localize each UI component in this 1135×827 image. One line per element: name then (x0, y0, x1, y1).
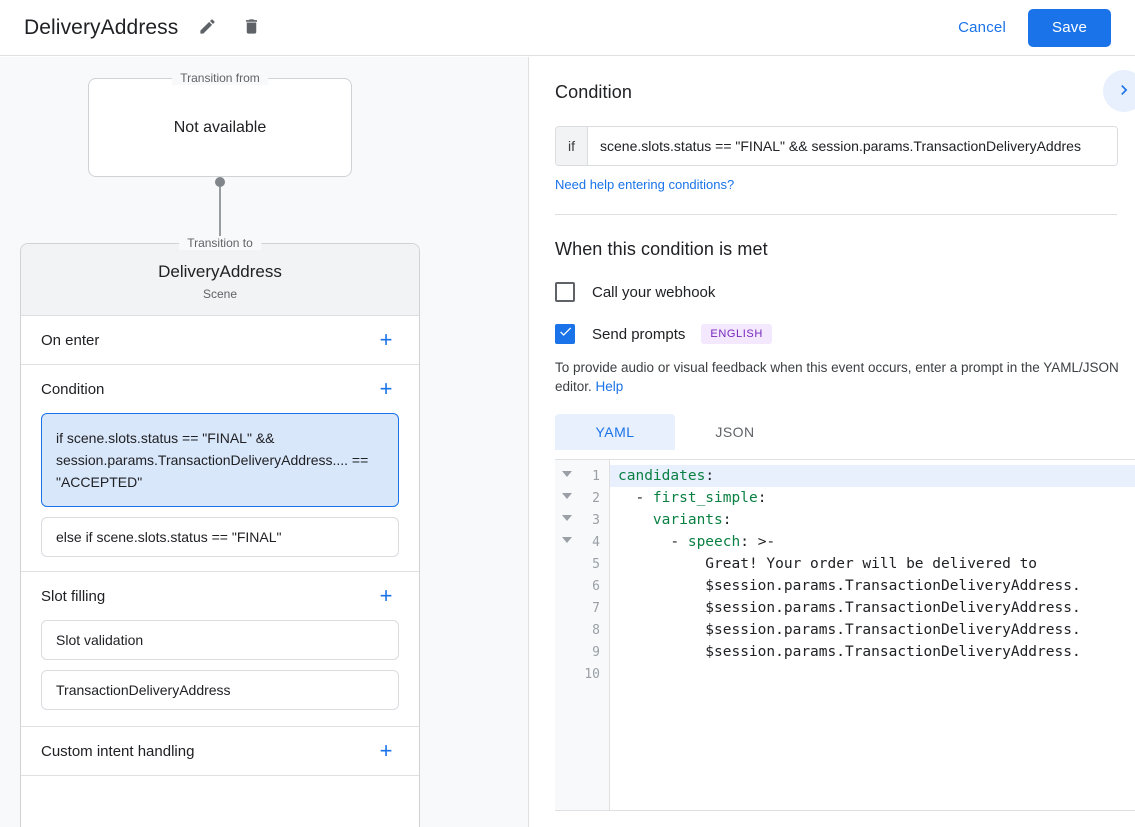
editor-code-line: - speech: >- (618, 534, 776, 550)
editor-line-number: 6 (592, 578, 600, 594)
section-on-enter: On enter + (21, 316, 419, 365)
editor-line-number: 10 (584, 666, 600, 682)
editor-line-number: 3 (555, 509, 609, 531)
condition-if-prefix: if (556, 127, 588, 165)
add-condition-button[interactable]: + (373, 376, 399, 402)
send-prompts-checkbox[interactable] (555, 324, 575, 344)
section-condition: Condition + if scene.slots.status == "FI… (21, 365, 419, 572)
chevron-right-icon (1114, 80, 1134, 103)
editor-code-area[interactable]: candidates: - first_simple: variants: - … (610, 460, 1135, 810)
condition-heading: Condition (555, 82, 632, 102)
save-button[interactable]: Save (1028, 8, 1111, 47)
editor-line-number: 8 (592, 622, 600, 638)
fold-arrow-icon[interactable] (562, 537, 572, 543)
transition-from-node-label: Not available (173, 118, 267, 136)
editor-code-line: $session.params.TransactionDeliveryAddre… (618, 578, 1081, 594)
editor-line-number: 5 (592, 556, 600, 572)
condition-input-row[interactable]: if (555, 126, 1118, 166)
section-title-condition: Condition (41, 380, 105, 398)
section-custom-intent-handling: Custom intent handling + (21, 727, 419, 776)
pencil-icon (198, 17, 217, 39)
editor-code-line: - first_simple: (618, 490, 767, 506)
condition-item[interactable]: else if scene.slots.status == "FINAL" (41, 517, 399, 557)
webhook-checkbox-row[interactable]: Call your webhook (555, 282, 1110, 302)
section-title-slot-filling: Slot filling (41, 587, 106, 605)
add-slot-button[interactable]: + (373, 583, 399, 609)
transition-to-card: DeliveryAddress Scene On enter + Conditi… (20, 243, 420, 827)
section-title-on-enter: On enter (41, 331, 100, 349)
scene-type-label: Scene (202, 287, 238, 301)
slot-item-validation[interactable]: Slot validation (41, 620, 399, 660)
condition-item-selected[interactable]: if scene.slots.status == "FINAL" && sess… (41, 413, 399, 507)
call-webhook-checkbox[interactable] (555, 282, 575, 302)
fold-arrow-icon[interactable] (562, 515, 572, 521)
scene-header[interactable]: DeliveryAddress Scene (21, 244, 419, 316)
language-badge: ENGLISH (701, 324, 772, 344)
editor-line-number: 2 (555, 487, 609, 509)
when-condition-met-block: When this condition is met Call your web… (530, 215, 1135, 450)
scene-graph-panel: Transition from Not available Transition… (0, 57, 529, 827)
condition-expression-input[interactable] (588, 127, 1117, 165)
editor-code-line: $session.params.TransactionDeliveryAddre… (618, 622, 1081, 638)
condition-detail-panel: Condition if Need help entering conditio… (530, 57, 1135, 827)
when-met-heading: When this condition is met (555, 239, 768, 259)
editor-line-number: 1 (555, 465, 609, 487)
editor-line-number: 4 (555, 531, 609, 553)
editor-code-line: $session.params.TransactionDeliveryAddre… (618, 644, 1081, 660)
add-on-enter-button[interactable]: + (373, 327, 399, 353)
checkmark-icon (558, 324, 573, 344)
scene-name-label: DeliveryAddress (158, 262, 282, 281)
page-title: DeliveryAddress (24, 15, 179, 39)
tab-yaml[interactable]: YAML (555, 414, 675, 450)
edit-button[interactable] (192, 13, 222, 43)
send-prompts-row[interactable]: Send prompts ENGLISH (555, 324, 1110, 344)
send-prompts-label: Send prompts (592, 325, 686, 343)
fold-arrow-icon[interactable] (562, 493, 572, 499)
call-webhook-label: Call your webhook (592, 283, 716, 301)
next-panel-button[interactable] (1103, 70, 1135, 112)
editor-code-line: $session.params.TransactionDeliveryAddre… (618, 600, 1081, 616)
tab-json[interactable]: JSON (675, 414, 795, 450)
transition-to-legend: Transition to (179, 236, 261, 250)
prompts-description-text: To provide audio or visual feedback when… (555, 360, 1119, 394)
editor-code-line (610, 663, 1135, 685)
editor-code-line: variants: (652, 512, 732, 528)
delete-button[interactable] (236, 13, 266, 43)
cancel-button[interactable]: Cancel (944, 11, 1020, 44)
prompts-description: To provide audio or visual feedback when… (555, 358, 1125, 396)
condition-help-link[interactable]: Need help entering conditions? (555, 177, 735, 192)
editor-line-number: 9 (592, 644, 600, 660)
section-divider (555, 214, 1117, 215)
editor-format-tabs: YAML JSON (555, 414, 1110, 450)
fold-arrow-icon[interactable] (562, 471, 572, 477)
condition-block: Condition if Need help entering conditio… (530, 57, 1135, 215)
prompts-help-link[interactable]: Help (595, 379, 624, 394)
editor-line-number: 7 (592, 600, 600, 616)
editor-code-line: Great! Your order will be delivered to (618, 556, 1038, 572)
body-container: Transition from Not available Transition… (0, 57, 1135, 827)
transition-from-card[interactable]: Transition from Not available (88, 71, 352, 177)
transition-from-legend: Transition from (172, 71, 268, 85)
editor-code-line: candidates: (610, 465, 1135, 487)
top-app-bar: DeliveryAddress Cancel Save (0, 0, 1135, 56)
trash-icon (242, 17, 261, 39)
slot-item-transaction-delivery-address[interactable]: TransactionDeliveryAddress (41, 670, 399, 710)
section-title-custom-intent: Custom intent handling (41, 742, 195, 760)
add-custom-intent-button[interactable]: + (373, 738, 399, 764)
section-slot-filling: Slot filling + Slot validation Transacti… (21, 572, 419, 727)
